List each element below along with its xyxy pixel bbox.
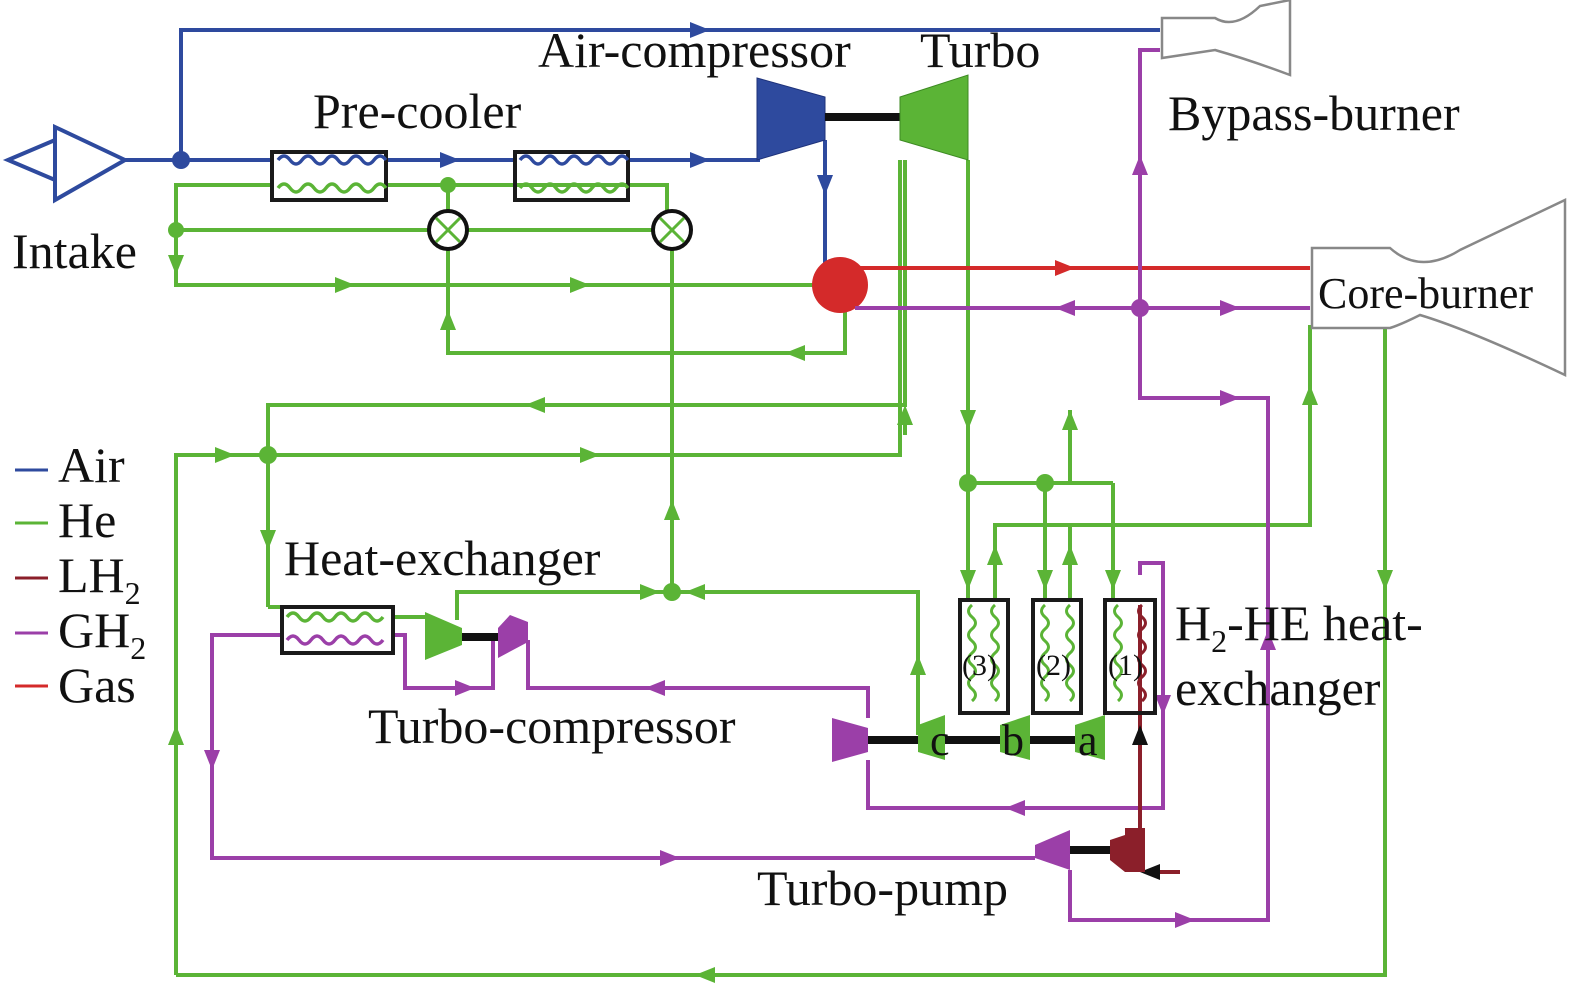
hx-box [1103,598,1157,715]
he-junction [663,583,681,601]
he-junction [259,446,277,464]
air-compressor-icon [756,77,826,161]
hx-box [1031,598,1083,715]
he-coil-icon [518,182,630,194]
svg-text:He: He [58,492,116,548]
tc-turbine-icon [425,612,462,660]
turbine-stage-b: b [1000,715,1030,765]
legend-item-air: Air [15,437,125,493]
lh2-pump-icon [1110,828,1145,872]
tc-compressor-icon [498,615,528,658]
bypass-burner-label: Bypass-burner [1168,85,1460,141]
turbine-stage-a: a [1075,715,1105,765]
he-junction [959,474,977,492]
turbo-icon [899,74,969,161]
he-junction [440,177,456,193]
gh2-junction [1131,299,1149,317]
svg-text:GH2: GH2 [58,602,146,666]
pre-burner-icon [812,257,868,313]
legend-item-lh2: LH2 [15,547,141,611]
intake-label: Intake [12,223,137,279]
h2-he-hx-label-line2: exchanger [1175,660,1381,716]
he-junction [168,222,184,238]
turbine-stage-label: c [930,716,950,765]
legend: Air He LH2 GH2 Gas [15,437,146,713]
turbine-icon [1075,715,1105,760]
intake-body-icon [53,123,130,204]
core-burner-nozzle-icon [1310,198,1567,377]
hx-stage-1: (1) [1103,598,1157,715]
intake-cone-icon [2,136,57,184]
pump-turbine-icon [1035,830,1070,870]
he-coil-icon [285,611,385,623]
gh2-lines [204,48,1310,928]
he-precooler1-inlet [174,183,272,230]
turbine-icon [918,715,945,760]
air-junction [172,151,190,169]
turbine-stage-label: a [1078,716,1098,765]
pre-cooler-box [513,150,630,202]
pre-cooler-box [270,150,388,202]
air-bypass-line [179,28,1160,160]
turbine-icon [1000,715,1030,760]
legend-item-gh2: GH2 [15,602,146,666]
hx-stage-label: (2) [1036,649,1071,682]
svg-text:Air: Air [58,437,125,493]
intake [2,123,130,204]
valve-1 [427,209,469,251]
turbine-stage-c: c [918,715,950,765]
h2-he-hx-label-line1: H2-HE heat- [1175,595,1423,659]
hx-stage-2: (2) [1031,598,1083,715]
svg-text:LH2: LH2 [58,547,141,611]
he-hx-return [993,325,1312,600]
gh2-tc-to-hx [393,633,495,690]
heat-exchanger-box [280,605,395,655]
heat-exchanger-label: Heat-exchanger [284,530,601,586]
turbine-stage-label: b [1002,716,1024,765]
pre-cooler-label: Pre-cooler [313,83,522,139]
he-junction [1036,474,1054,492]
heat-exchanger [280,605,395,655]
bypass-burner [1160,0,1292,77]
he-valve1-return [446,248,847,355]
gh2-bypass-loop [1068,48,1270,922]
air-coil-icon [518,154,630,166]
bypass-burner-nozzle-icon [1160,0,1292,77]
gh2-compressor-icon [832,718,868,762]
he-core-feed [174,230,815,287]
he-main-return [176,325,1387,977]
core-burner-label: Core-burner [1318,269,1533,318]
air-compressor-label: Air-compressor [538,22,851,78]
he-turbo-row [266,160,907,455]
legend-item-gas: Gas [15,657,136,713]
turbo-pump-label: Turbo-pump [757,860,1008,916]
gh2-coil-icon [285,634,385,646]
svg-text:Gas: Gas [58,657,136,713]
legend-item-he: He [15,492,116,548]
core-burner [1310,198,1567,377]
turbo-label: Turbo [920,22,1040,78]
air-coil-icon [276,154,388,166]
gh2-turbine-to-tc [526,640,870,718]
hx-stage-3: (3) [958,598,1010,715]
he-precooler-link [386,183,669,228]
pre-cooler-2 [513,150,630,202]
he-coil-icon [276,182,388,194]
turbo-compressor-label: Turbo-compressor [368,698,736,754]
pre-cooler-1 [270,150,388,202]
hx-box [958,598,1010,715]
hx-stage-label: (3) [962,649,997,682]
hx-stage-label: (1) [1108,649,1143,682]
air-lines [125,22,1160,265]
valve-2 [651,209,693,251]
